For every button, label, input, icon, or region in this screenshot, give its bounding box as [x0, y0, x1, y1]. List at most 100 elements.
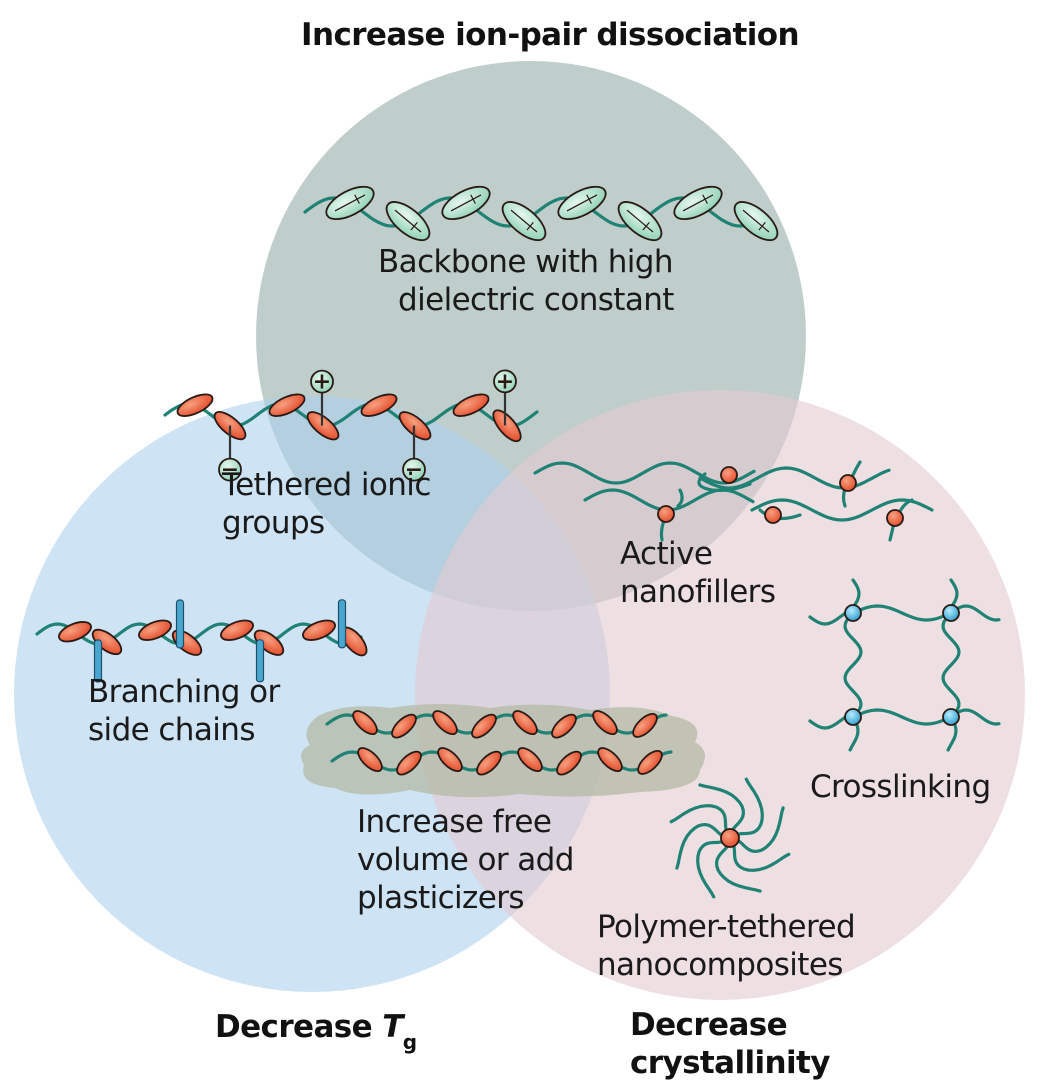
- nanofiller-particle: [764, 506, 782, 524]
- label-backbone-line2: dielectric constant: [398, 282, 674, 318]
- label-nanofillers-line1: Active: [620, 536, 712, 572]
- branching-chain: [35, 622, 363, 646]
- label-backbone: Backbone with high dielectric constant: [378, 244, 682, 318]
- red-segment: [138, 619, 172, 641]
- nanofiller-chain-loop: [697, 472, 752, 492]
- red-segment: [220, 619, 254, 641]
- freevol-chain-1-segment: [512, 710, 538, 736]
- cation-bead: [493, 369, 517, 394]
- plus-mark: [586, 194, 592, 204]
- dipole-mark: [394, 209, 422, 233]
- circle-decrease-crystallinity: [415, 390, 1025, 1000]
- freevol-chain-2-segment: [517, 747, 543, 773]
- nanofiller-particle: [657, 505, 675, 523]
- plus-icon: +: [496, 369, 514, 394]
- anion-bead: [402, 457, 426, 482]
- dipole-mark: [682, 194, 714, 212]
- plus-mark: [470, 194, 476, 204]
- red-segment: [176, 393, 214, 417]
- branching-side-chains-illustration: [35, 599, 368, 683]
- tethered-polymer-arm: [728, 836, 791, 872]
- red-segment: [58, 621, 92, 643]
- dipole-mark: [334, 194, 366, 212]
- dipole-axis: [682, 194, 714, 212]
- crosslink-strand: [949, 604, 1001, 622]
- freevol-chain-1-segment: [551, 713, 577, 739]
- dipole-mark: [450, 194, 482, 212]
- nanofiller-particle: [839, 474, 857, 492]
- label-free-volume-plasticizers: Increase free volume or add plasticizers: [357, 804, 583, 916]
- header-increase-ion-pair-dissociation: Increase ion-pair dissociation: [301, 17, 799, 53]
- red-segment: [452, 393, 490, 417]
- plus-mark: [526, 221, 534, 231]
- label-free-volume-line1: Increase free: [357, 804, 551, 840]
- tethered-polymer-arm: [696, 836, 732, 899]
- dipole-axis: [334, 194, 366, 212]
- dipole-axis: [742, 209, 770, 233]
- tethered-ionic-groups-illustration: −+−+: [163, 369, 539, 483]
- side-chain-branch: [337, 599, 347, 649]
- header-decrease-crystallinity-line2: crystallinity: [630, 1045, 830, 1081]
- label-free-volume-line3: plasticizers: [357, 880, 524, 916]
- side-chain-branch: [175, 599, 185, 649]
- label-backbone-line1: Backbone with high: [378, 244, 673, 280]
- dipole-axis: [450, 194, 482, 212]
- plus-mark: [702, 194, 708, 204]
- crosslink-strand: [851, 604, 951, 622]
- tethered-polymer-arm: [675, 822, 732, 870]
- nanoparticle-core: [720, 828, 740, 848]
- freevol-chain-1-segment: [471, 713, 497, 739]
- venn-circles: [14, 61, 1025, 1000]
- freevol-chain-1-segment: [432, 710, 458, 736]
- freevol-chain-2-segment: [597, 747, 623, 773]
- nanofiller-chain-stub: [676, 488, 684, 508]
- dipole-axis: [394, 209, 422, 233]
- label-polymer-tethered-line2: nanocomposites: [597, 947, 843, 983]
- freevol-chain-1-segment: [592, 710, 618, 736]
- header-decrease-tg-main: Decrease: [215, 1009, 382, 1045]
- dipole-mark: [626, 209, 654, 233]
- crosslink-node: [844, 708, 862, 726]
- label-active-nanofillers: Active nanofillers: [620, 536, 775, 610]
- label-crosslinking: Crosslinking: [810, 769, 991, 805]
- label-branching-line1: Branching or: [88, 674, 281, 710]
- label-branching-line2: side chains: [88, 712, 255, 748]
- plus-icon: +: [313, 370, 331, 395]
- freevol-chain-2-segment: [476, 750, 502, 776]
- plus-mark: [410, 221, 418, 231]
- side-chain-branch: [255, 639, 265, 683]
- red-segment: [360, 393, 398, 417]
- tethered-polymer-arm: [714, 836, 762, 893]
- crosslink-node: [942, 708, 960, 726]
- cation-bead: [310, 369, 334, 394]
- label-free-volume-line2: volume or add: [357, 842, 574, 878]
- plus-mark: [642, 221, 650, 231]
- red-segment: [492, 409, 522, 443]
- red-segment: [268, 393, 306, 417]
- crosslinking-illustration: [808, 578, 1001, 752]
- nanofiller-particle: [720, 466, 738, 484]
- freevol-chain-2-segment: [437, 747, 463, 773]
- dipole-mark: [566, 194, 598, 212]
- dipole-mark: [742, 209, 770, 233]
- header-decrease-crystallinity: Decrease crystallinity: [630, 1007, 830, 1081]
- tethered-polymer-arm: [728, 806, 785, 854]
- plus-mark: [758, 221, 766, 231]
- free-volume-plasticizers-illustration: [301, 704, 705, 798]
- freevol-chain-1-segment: [391, 713, 417, 739]
- header-decrease-tg-italic: T: [382, 1009, 406, 1045]
- nanofiller-chain: [533, 461, 756, 485]
- crosslink-strand: [843, 611, 863, 717]
- header-decrease-tg-subscript: g: [403, 1030, 417, 1054]
- label-nanofillers-line2: nanofillers: [620, 574, 775, 610]
- dipole-axis: [510, 209, 538, 233]
- label-polymer-tethered-nanocomposites: Polymer-tethered nanocomposites: [597, 909, 864, 983]
- label-tethered-line2: groups: [222, 505, 325, 541]
- label-polymer-tethered-line1: Polymer-tethered: [597, 909, 855, 945]
- minus-icon: −: [405, 458, 423, 483]
- side-chain-branch: [93, 639, 103, 683]
- red-segment: [302, 619, 336, 641]
- polymer-tethered-nanocomposites-illustration: [669, 777, 791, 899]
- tethered-polymer-arm: [698, 783, 746, 840]
